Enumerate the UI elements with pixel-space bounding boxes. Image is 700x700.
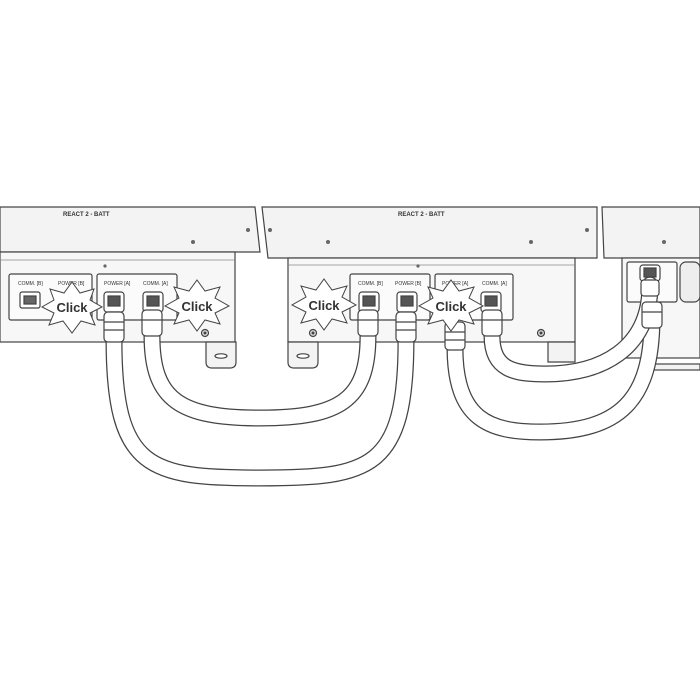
click-burst-2: [163, 279, 231, 332]
battery-unit-middle: [261, 206, 598, 369]
plug-left-comm-a: [141, 309, 163, 337]
plug-right-comm: [640, 279, 660, 297]
unit-left-port-comm-a: COMM. [A]: [143, 281, 168, 287]
unit-right-lid: [601, 206, 700, 259]
plug-middle-power-b: [395, 311, 417, 343]
plug-middle-comm-a: [481, 309, 503, 337]
unit-middle-port-power-a: POWER [A]: [442, 281, 469, 287]
unit-middle-port-power-b: POWER [B]: [395, 281, 422, 287]
unit-left-lid: [0, 206, 261, 253]
unit-middle-port-comm-b: COMM. [B]: [358, 281, 383, 287]
click-callouts: [40, 278, 485, 334]
click-label-2: Click: [181, 299, 213, 314]
unit-middle-lid: [261, 206, 598, 259]
plug-right-power: [641, 301, 663, 329]
unit-left-title: REACT 2 - BATT: [63, 212, 110, 218]
unit-left-port-power-a: POWER [A]: [104, 281, 131, 287]
click-label-1: Click: [56, 300, 88, 315]
unit-middle-port-comm-a: COMM. [A]: [482, 281, 507, 287]
plug-left-power-a: [103, 311, 125, 343]
unit-right-port-recess-2: [679, 261, 700, 303]
click-burst-4: [417, 279, 485, 332]
battery-unit-left: [0, 206, 261, 369]
plug-middle-comm-b: [357, 309, 379, 337]
click-label-4: Click: [435, 299, 467, 314]
cables: [105, 276, 661, 487]
click-burst-1: [40, 281, 104, 334]
unit-middle-title: REACT 2 - BATT: [398, 212, 445, 218]
unit-middle-bracket-right: [547, 341, 576, 363]
click-burst-3: [290, 278, 358, 331]
unit-left-port-comm-b: COMM. [B]: [18, 281, 43, 287]
click-label-3: Click: [308, 298, 340, 313]
